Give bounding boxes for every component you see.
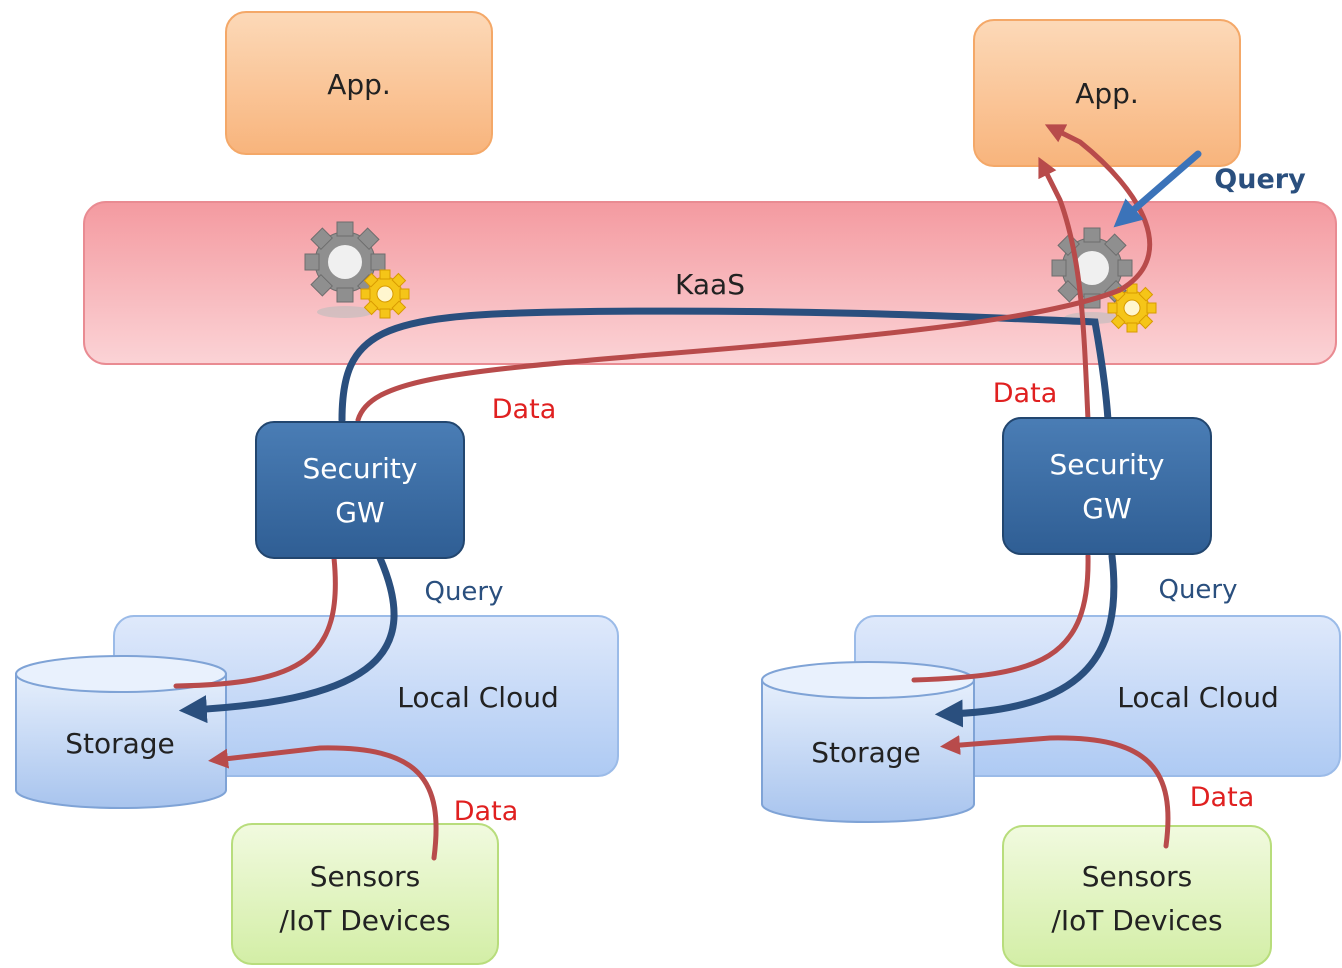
left-app-box: App. <box>225 11 493 155</box>
left-security-gateway: Security GW <box>255 421 465 559</box>
right-security-gateway: Security GW <box>1002 417 1212 555</box>
right-gw-query-label: Query <box>1158 575 1237 605</box>
left-app-label: App. <box>327 68 391 101</box>
left-sensors-label-1: Sensors <box>310 860 421 893</box>
right-gw-data-to-storage <box>911 553 1091 683</box>
gear-icon <box>304 221 410 319</box>
left-gateway-label-1: Security <box>303 452 418 485</box>
kaas-query-path <box>338 307 1112 424</box>
left-storage-label: Storage <box>65 727 175 760</box>
left-kaas-data-label: Data <box>492 394 556 425</box>
right-top-query-label: Query <box>1214 164 1306 195</box>
left-sensors-data-label: Data <box>454 796 518 827</box>
right-storage-label: Storage <box>811 736 921 769</box>
kaas-data-path <box>355 124 1153 423</box>
left-gw-query-to-storage <box>178 554 398 724</box>
right-kaas-data-label: Data <box>993 378 1057 409</box>
left-local-cloud-label: Local Cloud <box>397 681 558 714</box>
right-local-cloud-label: Local Cloud <box>1117 681 1278 714</box>
right-gateway-label-1: Security <box>1050 448 1165 481</box>
left-gw-data-to-storage <box>173 555 338 689</box>
kaas-label: KaaS <box>675 268 745 301</box>
kaas-band: KaaS <box>83 201 1337 365</box>
left-sensors-label-2: /IoT Devices <box>279 904 450 937</box>
right-gw-to-app-data <box>1038 156 1091 423</box>
right-sensors-label-2: /IoT Devices <box>1051 904 1222 937</box>
right-sensors-data-to-storage <box>940 735 1171 849</box>
right-storage-cylinder: Storage <box>761 661 975 823</box>
right-app-box: App. <box>973 19 1241 167</box>
right-sensors-data-label: Data <box>1190 782 1254 813</box>
left-gw-query-label: Query <box>424 577 503 607</box>
right-gw-query-to-storage <box>934 552 1118 728</box>
left-storage-cylinder: Storage <box>15 655 227 809</box>
right-sensors-box: Sensors /IoT Devices <box>1002 825 1272 967</box>
right-app-query-arrow <box>1113 150 1202 228</box>
left-sensors-data-to-storage <box>208 745 439 861</box>
left-sensors-box: Sensors /IoT Devices <box>231 823 499 965</box>
left-gateway-label-2: GW <box>335 496 384 529</box>
right-sensors-label-1: Sensors <box>1082 860 1193 893</box>
right-gateway-label-2: GW <box>1082 492 1131 525</box>
right-app-label: App. <box>1075 77 1139 110</box>
left-local-cloud: Local Cloud <box>113 615 619 777</box>
